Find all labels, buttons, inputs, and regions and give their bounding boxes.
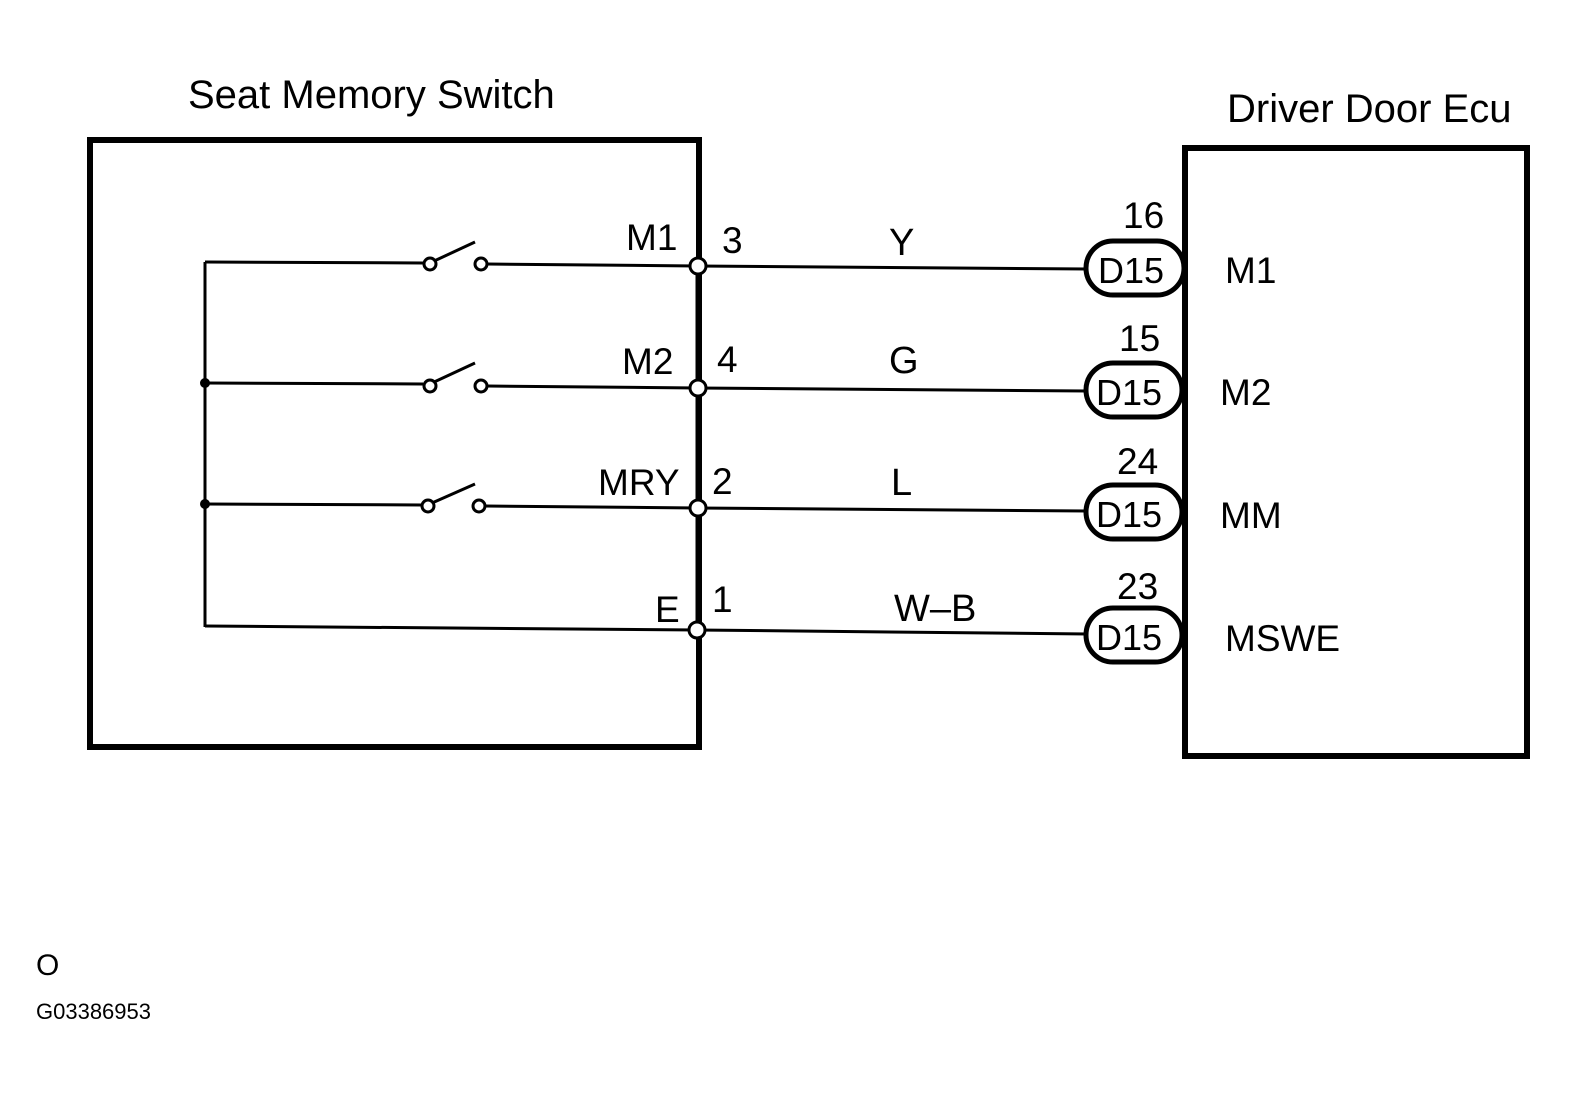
wire-mm — [696, 506, 1089, 513]
switch-pin-label: MRY — [598, 462, 680, 503]
connector-pin-number: 24 — [1117, 441, 1158, 482]
seat-memory-switch-box — [87, 137, 702, 750]
circuit-row-m1: M1 3 Y 16 D15 M1 — [204, 195, 1276, 298]
ecu-pin-label: MSWE — [1225, 618, 1340, 659]
terminal-node — [688, 498, 708, 518]
ecu-pin-label: MM — [1220, 495, 1282, 536]
connector-label: D15 — [1098, 250, 1164, 291]
wire-color-label: W–B — [894, 588, 976, 630]
ecu-pin-label: M1 — [1225, 250, 1276, 291]
figure-code: G03386953 — [36, 999, 151, 1024]
connector-label: D15 — [1096, 372, 1162, 413]
seat-memory-switch-title: Seat Memory Switch — [188, 73, 555, 117]
terminal-node — [688, 256, 708, 276]
wire-color-label: Y — [889, 222, 914, 264]
connector-pin-number: 23 — [1117, 566, 1158, 607]
terminal-node — [687, 620, 707, 640]
ecu-pin-label: M2 — [1220, 372, 1271, 413]
pin-number: 3 — [722, 220, 743, 261]
switch-contact-icon — [431, 482, 476, 505]
connector-pin-number: 16 — [1123, 195, 1164, 236]
pin-number: 4 — [717, 339, 738, 380]
pin-number: 1 — [712, 579, 733, 620]
connector-pill — [1083, 605, 1185, 665]
switch-pin-label: M2 — [622, 341, 673, 382]
connector-pill — [1083, 238, 1187, 298]
wire-mswe — [696, 628, 1089, 636]
pin-number: 2 — [712, 461, 733, 502]
wire-color-label: G — [889, 340, 919, 382]
connector-pill — [1083, 360, 1185, 420]
driver-door-ecu-title: Driver Door Ecu — [1227, 87, 1512, 131]
circuit-row-m2: M2 4 G 15 D15 M2 — [200, 318, 1271, 420]
switch-pin-label: E — [655, 589, 680, 630]
switch-pin-label: M1 — [626, 217, 677, 258]
footer-mark: O — [36, 949, 59, 982]
circuit-row-mry: MRY 2 L 24 D15 MM — [200, 441, 1282, 542]
switch-contact-icon — [431, 361, 476, 385]
connector-pill — [1083, 482, 1185, 542]
wire-color-label: L — [891, 462, 912, 504]
terminal-node — [688, 378, 708, 398]
connector-label: D15 — [1096, 494, 1162, 535]
wire-m1 — [696, 264, 1089, 271]
circuit-row-e: E 1 W–B 23 D15 MSWE — [204, 566, 1340, 665]
driver-door-ecu-box — [1182, 145, 1530, 759]
connector-label: D15 — [1096, 617, 1162, 658]
connector-pin-number: 15 — [1119, 318, 1160, 359]
wire-m2 — [696, 386, 1089, 393]
switch-contact-icon — [431, 240, 476, 264]
